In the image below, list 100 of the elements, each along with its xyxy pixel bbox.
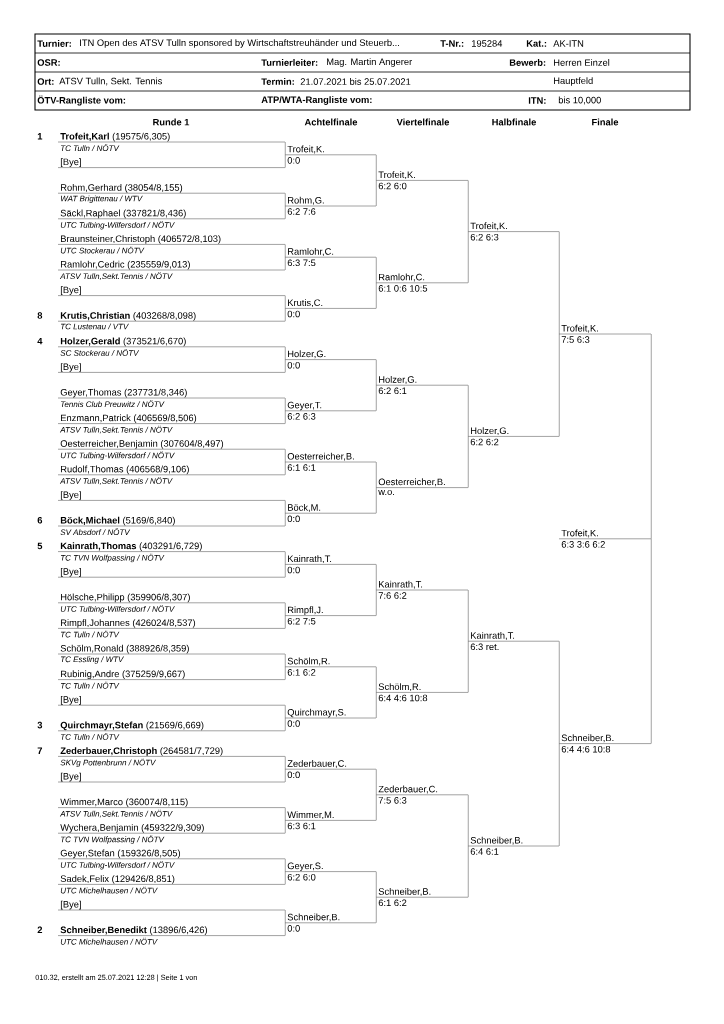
seed-number: 4 — [37, 337, 43, 345]
bracket-line — [284, 602, 286, 616]
bracket-line — [375, 589, 377, 616]
result-entry: Oesterreicher,B. w.o. — [375, 478, 469, 495]
bracket-line — [284, 666, 286, 680]
bracket-line — [284, 909, 286, 924]
seed-number: 7 — [37, 747, 43, 754]
bracket-line — [284, 244, 286, 258]
field-label: ITN: — [528, 97, 546, 104]
player-entry: Hölsche,Philipp (359906/8,307) UTC Tulbing-Wilfersdorf / NÖTV — [57, 593, 286, 614]
result-entry: Schölm,R. 6:4 4:6 10:8 — [375, 683, 469, 702]
bracket-line — [650, 333, 652, 540]
seed-number: 6 — [37, 517, 43, 524]
result-entry: Geyer,T. 6:2 6:3 — [284, 401, 377, 420]
result-entry: Rimpfl,J. 6:2 7:5 — [284, 606, 377, 625]
player-entry: Sadek,Felix (129426/8,851) UTC Michelhausen / NÖTV — [57, 875, 286, 894]
result-entry: Krutis,C. 0:0 — [284, 299, 377, 318]
field-label: ÖTV-Rangliste vom: — [37, 95, 126, 106]
bracket-line — [375, 359, 377, 386]
bracket-line — [375, 256, 377, 284]
bracket-line — [375, 180, 377, 207]
result-entry: Oesterreicher,B. 6:1 6:1 — [284, 452, 377, 471]
result-entry: Quirchmayr,S. 0:0 — [284, 708, 377, 727]
player-entry: Geyer,Stefan (159326/8,505) UTC Tulbing-Wilfersdorf / NÖTV — [57, 849, 286, 870]
bracket-line — [375, 384, 377, 412]
result-entry: Zederbauer,C. 7:5 6:3 — [375, 785, 469, 804]
seed-number: 8 — [37, 312, 43, 319]
bracket-line — [467, 640, 469, 693]
bracket-line — [284, 551, 286, 565]
bracket-line — [284, 768, 286, 783]
field-label: Bewerb: — [509, 59, 546, 66]
bracket-line — [375, 768, 377, 796]
player-entry: Quirchmayr,Stefan (21569/6,669) TC Tulln / NÖTV — [57, 721, 286, 740]
field-value: ITN Open des ATSV Tulln sponsored by Wirtschaftstreuhänder und Steuerb... — [80, 39, 399, 48]
player-entry: Krutis,Christian (403268/8,098) TC Lustenau / VTV — [57, 311, 286, 330]
bracket-line — [284, 922, 286, 936]
player-entry: Rimpfl,Johannes (426024/8,537) TC Tulln / NÖTV — [57, 619, 286, 638]
player-entry: [Bye] — [57, 772, 286, 783]
bracket-line — [375, 666, 377, 693]
player-entry: Holzer,Gerald (373521/6,670) SC Stockerau / NÖTV — [57, 337, 286, 356]
player-entry: Zederbauer,Christoph (264581/7,729) SKVg Pottenbrunn / NÖTV — [57, 747, 286, 767]
bracket-line — [467, 436, 469, 488]
result-entry: Schneiber,B. 6:4 6:1 — [467, 836, 560, 855]
player-entry: Kainrath,Thomas (403291/6,729) TC TVN Wolfpassing / NÖTV — [57, 542, 286, 563]
field-value: bis 10,000 — [558, 96, 601, 105]
result-entry: Geyer,S. 6:2 6:0 — [284, 862, 377, 881]
result-entry: Kainrath,T. 0:0 — [284, 555, 377, 574]
bracket-line — [284, 512, 286, 527]
bracket-line — [467, 589, 469, 642]
field-value: Hauptfeld — [554, 77, 593, 86]
field-label: Turnierleiter: — [261, 59, 318, 66]
bracket-line — [284, 410, 286, 424]
column-header: Achtelfinale — [304, 118, 358, 126]
column-header: Halbfinale — [492, 118, 536, 126]
result-entry: Böck,M. 0:0 — [284, 503, 377, 523]
bracket-line — [467, 180, 469, 232]
bracket-line — [284, 461, 286, 476]
seed-number: 3 — [37, 721, 43, 729]
field-label: T-Nr.: — [440, 40, 464, 47]
field-label: Ort: — [37, 78, 54, 85]
player-entry: Rubinig,Andre (375259/9,667) TC Tulln / NÖTV — [57, 670, 286, 689]
field-value: 21.07.2021 bis 25.07.2021 — [300, 78, 411, 85]
player-entry: Ramlohr,Cedric (235559/9,013) ATSV Tulln,Sekt.Tennis / NÖTV — [57, 260, 286, 280]
player-entry: Trofeit,Karl (19575/6,305) TC Tulln / NÖTV — [57, 132, 286, 152]
result-entry: Trofeit,K. 7:5 6:3 — [558, 324, 652, 343]
field-value: ATSV Tulln, Sekt. Tennis — [59, 77, 162, 86]
bracket-line — [375, 871, 377, 898]
field-label: Termin: — [261, 78, 294, 85]
bracket-line — [467, 384, 469, 437]
player-entry: Rudolf,Thomas (406568/9,106) ATSV Tulln,Sekt.Tennis / NÖTV — [57, 465, 286, 485]
player-entry: [Bye] — [57, 491, 286, 501]
field-value: Herren Einzel — [554, 59, 610, 66]
bracket-line — [558, 640, 560, 744]
bracket-line — [284, 615, 286, 629]
seed-number: 1 — [37, 133, 43, 140]
result-entry: Kainrath,T. 6:3 ret. — [467, 631, 560, 651]
bracket-line — [284, 448, 286, 463]
column-header: Viertelfinale — [396, 118, 450, 126]
bracket-line — [284, 308, 286, 322]
bracket-line — [375, 282, 377, 309]
player-entry: [Bye] — [57, 900, 286, 911]
bracket-line — [284, 295, 286, 309]
result-entry: Trofeit,K. 0:0 — [284, 145, 377, 164]
field-label: OSR: — [37, 59, 60, 66]
result-entry: Schneiber,B. 0:0 — [284, 913, 377, 932]
field-label: Turnier: — [37, 40, 71, 47]
player-entry: Schneiber,Benedikt (13896/6,426) UTC Michelhausen / NÖTV — [57, 926, 286, 945]
result-entry: Holzer,G. 6:2 6:1 — [375, 375, 469, 395]
field-value: AK-ITN — [553, 40, 584, 47]
bracket-line — [284, 704, 286, 719]
result-entry: Ramlohr,C. 6:1 0:6 10:5 — [375, 273, 469, 292]
player-entry: Rohm,Gerhard (38054/8,155) WAT Brigittenau / WTV — [57, 183, 286, 203]
player-entry: Wimmer,Marco (360074/8,115) ATSV Tulln,Sekt.Tennis / NÖTV — [57, 798, 286, 818]
bracket-line — [375, 154, 377, 181]
bracket-line — [558, 333, 560, 437]
bracket-line — [284, 653, 286, 668]
bracket-line — [467, 794, 469, 847]
bracket-line — [467, 845, 469, 898]
result-entry: Zederbauer,C. 0:0 — [284, 759, 377, 779]
player-entry: Wychera,Benjamin (459322/9,309) TC TVN Wolfpassing / NÖTV — [57, 823, 286, 844]
